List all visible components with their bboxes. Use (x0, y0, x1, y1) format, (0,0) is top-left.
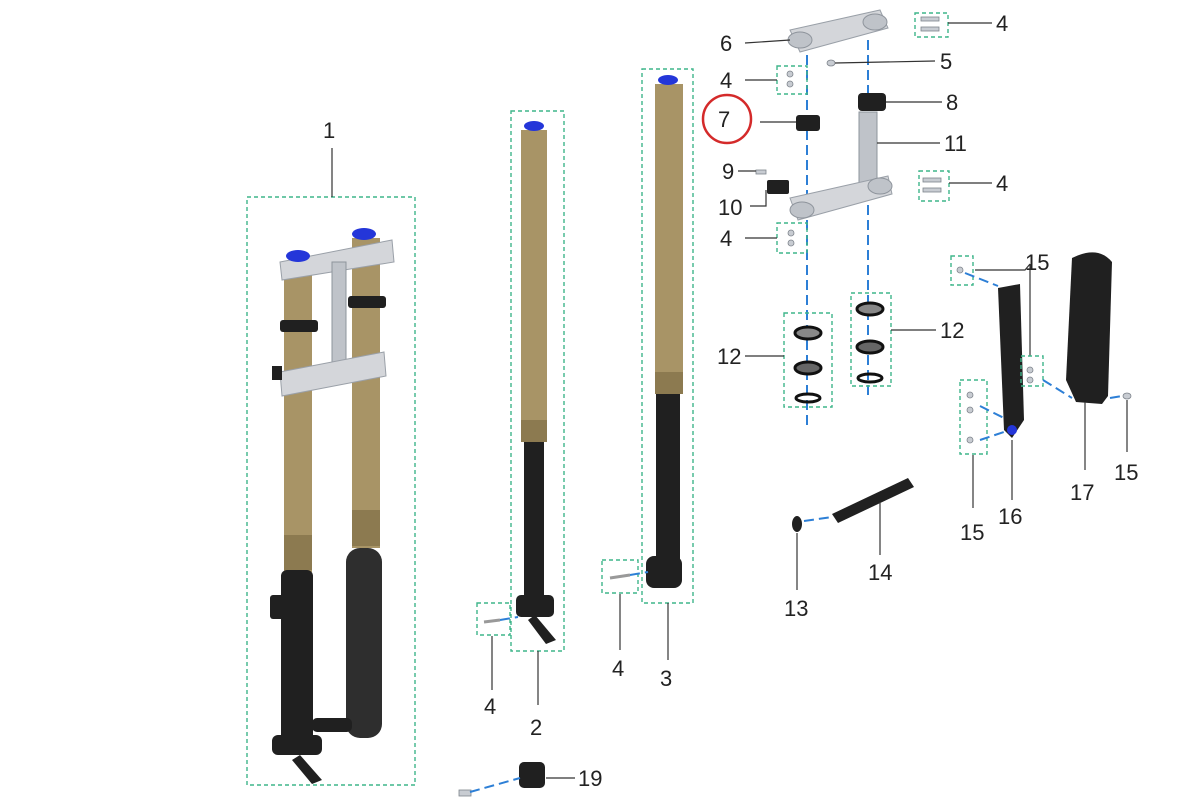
left-fork-tube (284, 262, 312, 572)
guard-bolt-box-mid (1020, 355, 1044, 387)
part-16-guard-bracket (998, 284, 1024, 438)
part-19-clamp[interactable]: 19 (458, 762, 602, 797)
lower-triple-clamp (279, 351, 387, 397)
left-fork-cap (286, 250, 310, 262)
callout-3: 3 (660, 666, 672, 691)
callout-17: 17 (1070, 480, 1094, 505)
callout-16: 16 (998, 504, 1022, 529)
part-1-frame (246, 196, 416, 786)
part-5-bolt (826, 59, 836, 67)
part-2-bolt-box (476, 602, 511, 636)
part-3-right-fork[interactable]: 4 3 (601, 68, 694, 691)
callout-1: 1 (323, 118, 335, 143)
highlight-circle (701, 93, 753, 145)
part-10-bracket (767, 180, 789, 194)
right-fork-cap (352, 228, 376, 240)
callout-2: 2 (530, 715, 542, 740)
part-3-cap (658, 75, 678, 85)
bolt-box-right-mid (918, 170, 950, 202)
callout-12b: 12 (940, 318, 964, 343)
callout-10: 10 (718, 195, 742, 220)
part-9-screw (755, 169, 767, 175)
part-2-leg (524, 442, 544, 607)
callout-9: 9 (722, 159, 734, 184)
part-8-nut (858, 93, 886, 111)
callout-12a: 12 (717, 344, 741, 369)
callout-5: 5 (940, 49, 952, 74)
part-19-body (519, 762, 545, 788)
callout-4e: 4 (996, 171, 1008, 196)
left-fork-leg (281, 570, 313, 750)
callout-6: 6 (720, 31, 732, 56)
part-13-axle-bolt (792, 516, 802, 532)
callout-11: 11 (944, 131, 967, 156)
guard-bolt-box-left (959, 379, 988, 455)
right-fork-tube (352, 238, 380, 548)
bolt-box-top-right (914, 12, 949, 38)
upper-triple-clamp (279, 239, 395, 281)
callout-15b: 15 (960, 520, 984, 545)
guard-bolt-box-top (950, 255, 974, 286)
callout-8: 8 (946, 90, 958, 115)
bolt-box-left-upper (776, 65, 808, 95)
callout-4b: 4 (612, 656, 624, 681)
right-fork-leg (346, 548, 382, 738)
part-1-fork-assembly[interactable]: 1 (246, 118, 416, 786)
part-17-fork-guard (1066, 252, 1112, 404)
part-3-bolt-box (601, 559, 639, 594)
callout-13: 13 (784, 596, 808, 621)
bearing-left-top (793, 325, 823, 341)
callout-4c: 4 (996, 11, 1008, 36)
part-2-tube (521, 130, 547, 435)
part-3-leg (656, 394, 680, 559)
part-14-axle (832, 478, 914, 523)
callout-4f: 4 (720, 226, 732, 251)
steering-stem-exploded[interactable]: 6 4 5 4 7 8 11 9 10 (701, 9, 1008, 430)
callout-15c: 15 (1114, 460, 1138, 485)
bearing-right-top (855, 301, 885, 317)
callout-7: 7 (718, 107, 730, 132)
bolt-box-left-lower (776, 222, 808, 254)
callout-19: 19 (578, 766, 602, 791)
callout-4d: 4 (720, 68, 732, 93)
callout-14: 14 (868, 560, 892, 585)
callout-4a: 4 (484, 694, 496, 719)
part-7-nut (796, 115, 820, 131)
callout-15a: 15 (1025, 250, 1049, 275)
bearing-box-right (850, 292, 892, 387)
part-3-tube (655, 84, 683, 389)
steering-stem (331, 261, 347, 363)
part-2-cap (524, 121, 544, 131)
part-2-left-fork[interactable]: 4 2 (476, 110, 565, 740)
bearing-box-left (783, 312, 833, 408)
axle-parts[interactable]: 13 14 (784, 478, 914, 621)
fork-guard-parts[interactable]: 16 15 15 17 15 (950, 250, 1138, 545)
